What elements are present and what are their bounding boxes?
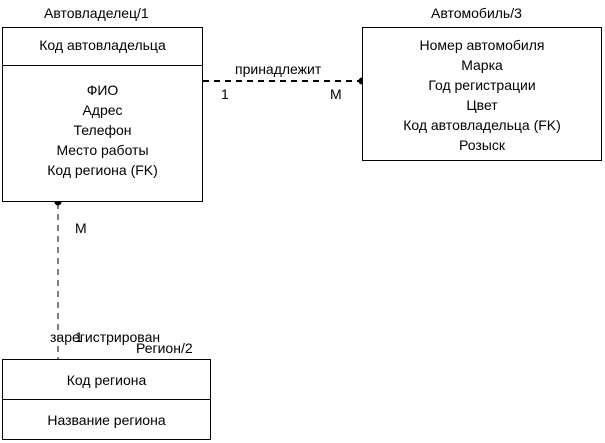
- region-entity-title: Регион/2: [136, 340, 193, 356]
- owns-to-cardinality: M: [330, 86, 342, 102]
- region-key-attribute: Код региона: [66, 372, 147, 388]
- owner-attributes: ФИО Адрес Телефон Место работы Код регио…: [3, 66, 202, 180]
- owner-key-attribute: Код автовладельца: [39, 37, 166, 53]
- car-attributes: Номер автомобиля Марка Год регистрации Ц…: [363, 28, 601, 155]
- region-attribute: Название региона: [47, 412, 166, 428]
- car-entity-box: Номер автомобиля Марка Год регистрации Ц…: [362, 27, 602, 161]
- owner-attribute: Адрес: [82, 102, 123, 118]
- owner-attribute: Телефон: [73, 122, 132, 138]
- region-entity-box: Код региона Название региона: [2, 359, 211, 440]
- owner-attribute: Место работы: [56, 142, 149, 158]
- car-attribute: Код автовладельца (FK): [403, 117, 561, 133]
- car-attribute: Номер автомобиля: [419, 37, 545, 53]
- car-attribute: Розыск: [459, 137, 505, 153]
- car-attribute: Цвет: [466, 97, 498, 113]
- region-attributes: Название региона: [3, 400, 210, 430]
- region-key-section: Код региона: [3, 360, 210, 400]
- owner-entity-box: Код автовладельца ФИО Адрес Телефон Мест…: [2, 27, 203, 202]
- owner-attribute: Код региона (FK): [47, 162, 158, 178]
- owner-key-section: Код автовладельца: [3, 28, 202, 66]
- owns-relationship-label: принадлежит: [235, 61, 322, 77]
- registered-relationship-label: зарегистрирован: [50, 329, 161, 345]
- car-attribute: Марка: [461, 57, 503, 73]
- owner-attribute: ФИО: [86, 82, 119, 98]
- owner-entity-title: Автовладелец/1: [44, 5, 149, 21]
- car-attribute: Год регистрации: [428, 77, 536, 93]
- registered-to-cardinality: M: [75, 220, 87, 236]
- registered-from-cardinality: 1: [75, 329, 83, 345]
- car-entity-title: Автомобиль/3: [431, 5, 522, 21]
- owns-from-cardinality: 1: [221, 86, 229, 102]
